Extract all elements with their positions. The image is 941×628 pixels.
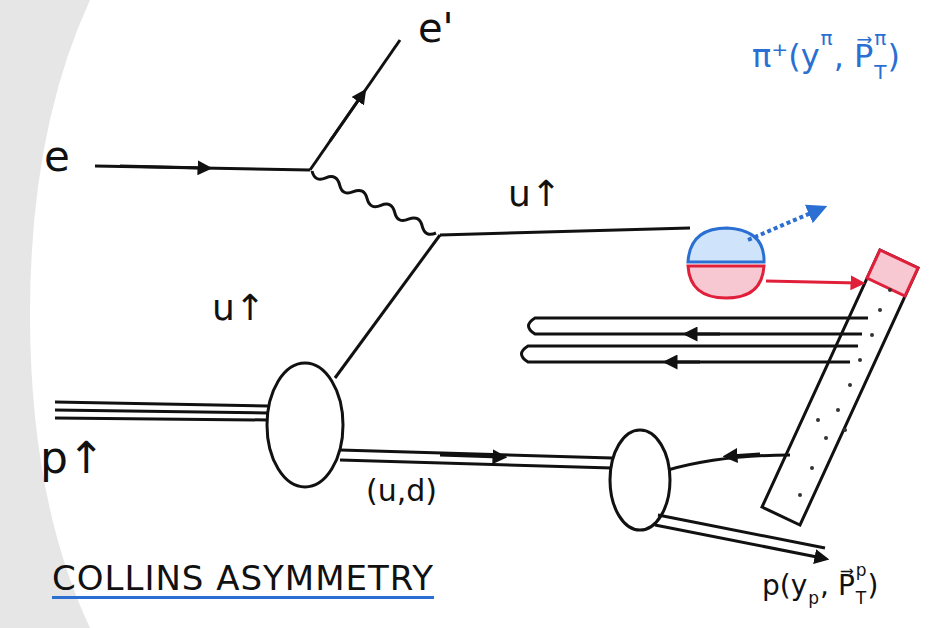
quark-label: u↑	[508, 176, 561, 212]
photon-line	[312, 171, 436, 234]
proton-label: p(y	[762, 572, 807, 600]
outgoing-proton-line	[655, 525, 822, 558]
proton-label-sub: p	[808, 590, 819, 607]
string-arrow	[690, 333, 720, 336]
proton-label-sub: T	[856, 590, 866, 607]
pion-arrow	[748, 210, 818, 240]
scattered-electron-arrow	[330, 95, 362, 141]
pion-label-sub: T	[874, 62, 886, 82]
proton-line	[55, 402, 268, 406]
pion-label-sup: π	[821, 28, 833, 48]
particle-label: e	[44, 136, 70, 178]
proton-label-sup: p	[856, 562, 867, 579]
string-arrow	[670, 361, 700, 364]
struck-quark-line	[440, 228, 690, 235]
diquark-line	[340, 450, 612, 458]
return-line	[668, 455, 790, 470]
proton-blob	[267, 363, 343, 487]
color-tube	[762, 250, 918, 525]
return-arrow	[730, 454, 760, 456]
pion-label: )	[887, 40, 899, 72]
color-tube-cap	[867, 250, 918, 296]
proton-line	[55, 418, 268, 420]
pion-label: , P⃗	[834, 40, 874, 72]
proton-label: )	[868, 572, 879, 600]
incoming-quark-line	[335, 235, 440, 378]
string-loop	[522, 346, 859, 362]
particle-label: p↑	[40, 436, 105, 480]
diquark-label: (u,d)	[366, 476, 437, 506]
proton-line	[55, 410, 268, 413]
diagram-title: COLLINS ASYMMETRY	[52, 560, 434, 597]
pion-quark-half	[688, 228, 764, 262]
diquark-line	[340, 460, 612, 468]
electron-line	[95, 166, 310, 170]
string-loop	[529, 318, 869, 334]
particle-label: e'	[418, 8, 454, 48]
page-ground	[30, 0, 941, 628]
antiquark-arrow	[766, 281, 858, 283]
pion-antiquark-half	[688, 266, 764, 298]
scattered-electron-line	[310, 40, 400, 170]
pion-label: π⁺(y	[752, 40, 820, 72]
pion-label-sup: π	[874, 28, 886, 48]
proton-label: , P⃗	[820, 572, 855, 600]
electron-arrow	[120, 166, 205, 168]
quark-label: u↑	[212, 290, 265, 326]
diquark-arrow	[440, 455, 500, 457]
